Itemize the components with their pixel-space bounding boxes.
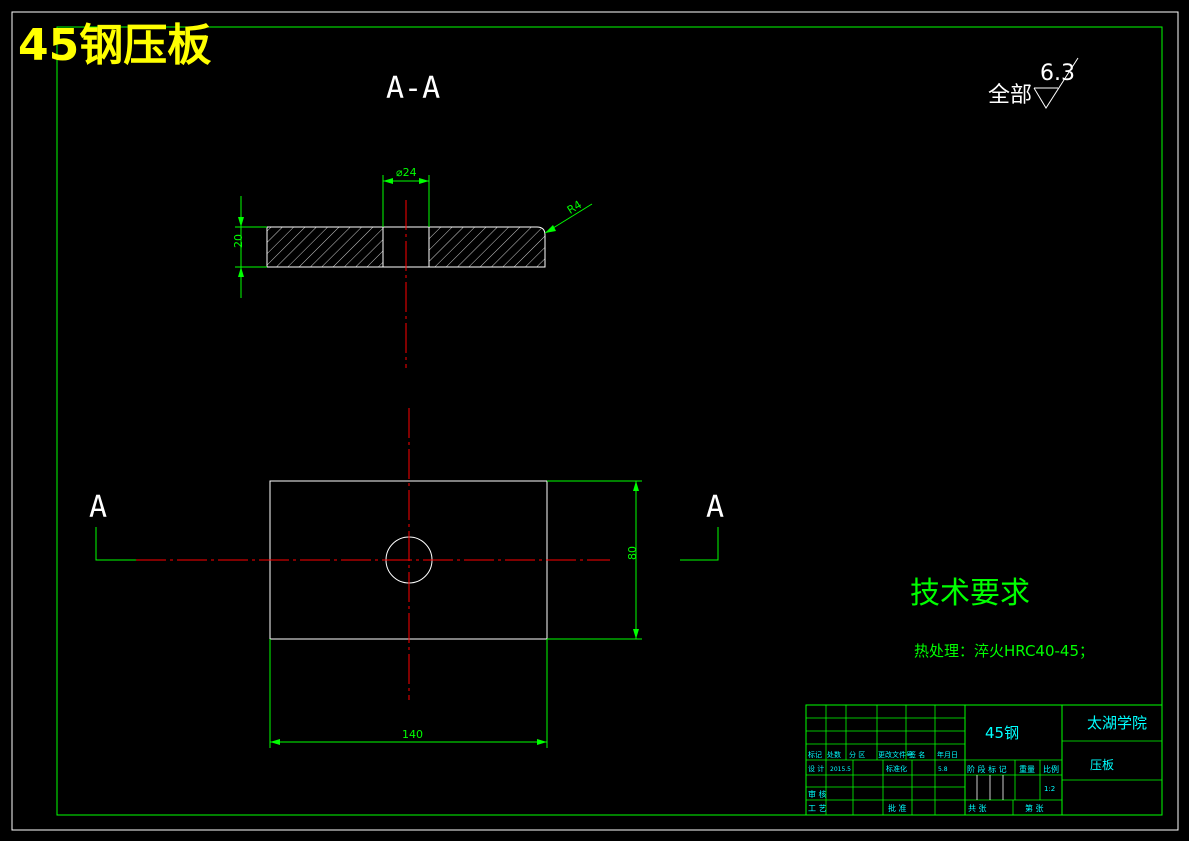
tb-sheet-no: 第 张: [1025, 803, 1044, 813]
tb-design-date: 2015.5: [830, 766, 851, 773]
tb-header-cell: 签 名: [909, 750, 925, 759]
cut-marker-right: [680, 527, 719, 561]
tb-institution: 太湖学院: [1087, 714, 1147, 732]
tech-req-item: 热处理：淬火HRC40-45；: [914, 642, 1094, 660]
tb-stage-label: 阶 段 标 记: [967, 764, 1007, 774]
tb-material: 45钢: [985, 724, 1019, 742]
section-view: ⌀24 R4 20: [232, 166, 593, 368]
dim-width: 140: [402, 728, 423, 741]
roughness-symbol: 全部 6.3: [988, 57, 1079, 109]
dim-thickness: 20: [232, 234, 245, 248]
tb-scale-value: 1:2: [1044, 785, 1055, 793]
tb-weight-label: 重量: [1019, 764, 1035, 774]
tb-review: 审 核: [808, 789, 827, 799]
tb-header-row: 标记处数分 区 更改文件号签 名 年月日: [808, 750, 958, 759]
tb-scale-label: 比例: [1043, 764, 1059, 774]
roughness-check-icon: [1033, 57, 1079, 109]
tb-header-cell: 年月日: [937, 750, 958, 759]
dim-radius: R4: [565, 198, 584, 217]
tb-approve: 批 准: [888, 803, 907, 813]
cut-label-right: A: [706, 490, 724, 525]
tb-design-label: 设 计: [808, 764, 824, 773]
tech-req-heading: 技术要求: [910, 576, 1030, 611]
cut-label-left: A: [89, 490, 107, 525]
tb-standard-label: 标准化: [886, 764, 907, 773]
outer-frame: [11, 11, 1179, 831]
roughness-value: 6.3: [1040, 61, 1075, 86]
tb-part-name: 压板: [1090, 758, 1114, 772]
inner-border: [56, 26, 1163, 816]
cut-marker-left: [95, 527, 136, 561]
tb-header-cell: 处数: [827, 750, 841, 759]
section-view-label: A-A: [386, 71, 440, 106]
tb-sheets-total: 共 张: [968, 804, 987, 813]
section-hatch-left: [266, 226, 384, 268]
dim-height: 80: [626, 546, 639, 560]
tb-process: 工 艺: [808, 804, 827, 813]
tb-header-cell: 标记: [808, 750, 822, 759]
drawing-title: 45钢压板: [18, 20, 211, 71]
title-block: 45钢 太湖学院 压板 标记处数分 区 更改文件号签 名 年月日 设 计 2015.…: [805, 704, 1163, 816]
tb-header-cell: 更改文件号: [878, 750, 913, 759]
tb-standard-date: 5.8: [938, 766, 948, 773]
tb-header-cell: 分 区: [849, 750, 865, 759]
plan-view: 80 140 A A: [89, 408, 724, 748]
roughness-prefix: 全部: [988, 83, 1032, 108]
dim-hole-diameter: ⌀24: [396, 166, 417, 179]
section-hatch-right: [428, 226, 546, 268]
